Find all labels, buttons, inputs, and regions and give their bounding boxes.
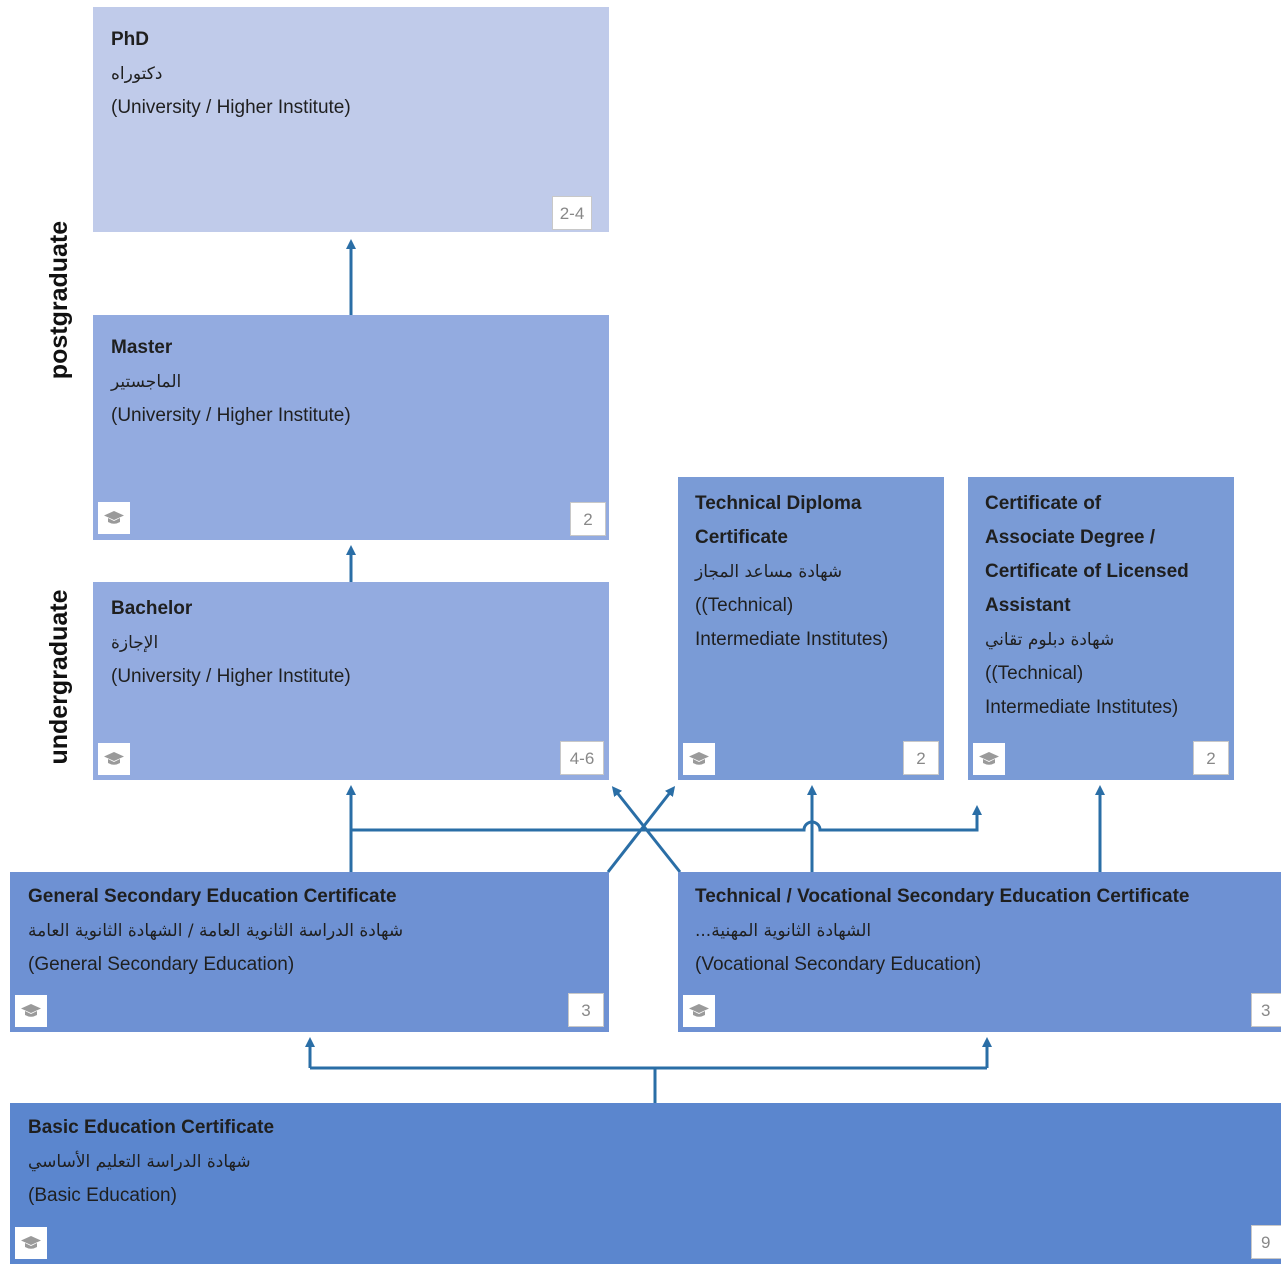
box-technical-diploma: Technical Diploma Certificate شهادة مساع… [678,477,944,780]
line-general-to-associate [351,805,982,832]
bachelor-title: Bachelor [111,598,193,619]
bachelor-sub: (University / Higher Institute) [111,666,351,687]
general-secondary-arabic: شهادة الدراسة الثانوية العامة / الشهادة … [28,921,404,941]
box-basic-education: Basic Education Certificate شهادة الدراس… [10,1103,1281,1264]
phd-sub: (University / Higher Institute) [111,97,351,118]
associate-title-line1: Certificate of [985,493,1102,514]
associate-title-line4: Assistant [985,595,1071,616]
graduation-cap-icon [683,743,715,775]
vocational-secondary-arabic: الشهادة الثانوية المهنية... [695,921,872,941]
associate-duration-badge: 2 [1193,741,1229,775]
associate-sub-line2: Intermediate Institutes) [985,697,1179,718]
basic-duration-badge: 9 [1251,1225,1281,1259]
phd-duration-badge: 2-4 [552,196,592,230]
bachelor-arabic: الإجازة [111,633,159,653]
general-secondary-duration-badge: 3 [568,993,604,1027]
graduation-cap-icon [15,1227,47,1259]
box-associate-degree: Certificate of Associate Degree / Certif… [968,477,1234,780]
vocational-secondary-sub: (Vocational Secondary Education) [695,954,982,975]
general-secondary-sub: (General Secondary Education) [28,954,295,975]
graduation-cap-icon [15,995,47,1027]
tech-diploma-title-line1: Technical Diploma [695,493,862,514]
box-master: Master الماجستير (University / Higher In… [93,315,609,540]
graduation-cap-icon [98,502,130,534]
tech-diploma-arabic: شهادة مساعد المجاز [695,562,843,582]
master-title: Master [111,337,173,358]
arrow-general-to-tech-diploma [606,786,676,873]
graduation-cap-icon [973,743,1005,775]
tech-diploma-duration-badge: 2 [903,741,939,775]
general-secondary-title: General Secondary Education Certificate [28,886,397,907]
vocational-secondary-title: Technical / Vocational Secondary Educati… [695,886,1190,907]
box-vocational-secondary: Technical / Vocational Secondary Educati… [678,872,1281,1032]
box-general-secondary: General Secondary Education Certificate … [10,872,609,1032]
box-bachelor: Bachelor الإجازة (University / Higher In… [93,582,609,780]
graduation-cap-icon [683,995,715,1027]
associate-sub-line1: ((Technical) [985,663,1084,684]
basic-sub: (Basic Education) [28,1185,177,1206]
bachelor-duration-badge: 4-6 [560,741,604,775]
tech-diploma-title-line2: Certificate [695,527,788,548]
graduation-cap-icon [98,743,130,775]
phd-title: PhD [111,29,149,50]
master-arabic: الماجستير [111,372,182,392]
basic-title: Basic Education Certificate [28,1117,275,1138]
box-phd: PhD دكتوراه (University / Higher Institu… [93,7,609,232]
tech-diploma-sub-line1: ((Technical) [695,595,794,616]
master-sub: (University / Higher Institute) [111,405,351,426]
associate-title-line3: Certificate of Licensed [985,561,1189,582]
master-duration-badge: 2 [570,502,606,536]
phd-arabic: دكتوراه [111,64,163,84]
vocational-secondary-duration-badge: 3 [1251,993,1281,1027]
tech-diploma-sub-line2: Intermediate Institutes) [695,629,889,650]
arrow-vocational-to-bachelor [611,786,682,873]
associate-title-line2: Associate Degree / [985,527,1156,548]
associate-arabic: شهادة دبلوم تقاني [985,630,1115,650]
basic-arabic: شهادة الدراسة التعليم الأساسي [28,1152,251,1172]
